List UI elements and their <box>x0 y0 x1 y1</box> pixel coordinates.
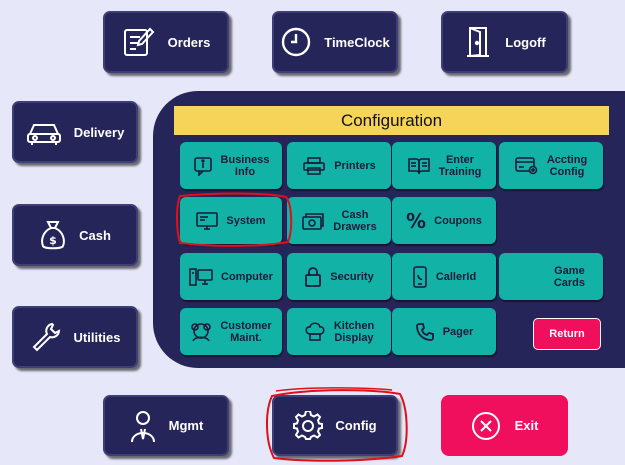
cash-drawers-tile[interactable]: Cash Drawers <box>287 197 391 244</box>
enter-training-tile[interactable]: Enter Training <box>392 142 496 189</box>
kitchen-display-tile[interactable]: Kitchen Display <box>287 308 391 355</box>
coupons-tile[interactable]: % Coupons <box>392 197 496 244</box>
logoff-button[interactable]: Logoff <box>441 11 568 73</box>
system-label: System <box>226 214 266 227</box>
security-tile[interactable]: Security <box>287 253 391 300</box>
printers-label: Printers <box>334 159 376 172</box>
computer-label: Computer <box>221 270 273 283</box>
cash-bills-icon <box>302 212 325 230</box>
svg-text:%: % <box>406 211 426 231</box>
game-cards-label: Game Cards <box>553 264 585 289</box>
car-icon <box>26 124 61 145</box>
computer-tile[interactable]: Computer <box>180 253 282 300</box>
open-book-icon <box>407 157 430 174</box>
lock-icon <box>305 266 322 287</box>
customers-icon <box>191 322 212 341</box>
info-bubble-icon <box>193 156 212 176</box>
kitchen-display-label: Kitchen Display <box>333 319 375 344</box>
return-button[interactable]: Return <box>533 318 601 350</box>
game-cards-tile[interactable]: Game Cards <box>499 253 603 300</box>
security-label: Security <box>330 270 374 283</box>
timeclock-label: TimeClock <box>324 34 390 50</box>
close-circle-icon <box>471 411 500 440</box>
mgmt-button[interactable]: Mgmt <box>103 395 229 456</box>
wrench-icon <box>32 322 60 352</box>
money-bag-icon: $ <box>41 221 65 250</box>
credit-card-gear-icon <box>515 156 538 174</box>
accting-config-tile[interactable]: Accting Config <box>499 142 603 189</box>
monitor-icon <box>196 211 219 230</box>
callerid-label: CallerId <box>435 270 477 283</box>
logoff-label: Logoff <box>505 34 546 50</box>
percent-icon: % <box>406 211 426 231</box>
door-icon <box>467 27 490 57</box>
printer-icon <box>303 156 326 175</box>
manager-person-icon <box>130 410 155 442</box>
configuration-title: Configuration <box>174 106 609 135</box>
gear-icon <box>293 410 324 440</box>
desktop-computer-icon <box>189 267 213 286</box>
delivery-button[interactable]: Delivery <box>12 101 138 163</box>
phone-handset-icon <box>415 322 434 341</box>
system-tile[interactable]: System <box>180 197 282 244</box>
mgmt-label: Mgmt <box>168 418 204 433</box>
mobile-phone-icon <box>413 265 427 288</box>
accting-config-label: Accting Config <box>546 153 588 178</box>
delivery-label: Delivery <box>73 124 125 140</box>
customer-maint-tile[interactable]: Customer Maint. <box>180 308 282 355</box>
timeclock-button[interactable]: TimeClock <box>272 11 398 73</box>
orders-button[interactable]: Orders <box>103 11 229 73</box>
enter-training-label: Enter Training <box>438 153 482 178</box>
utilities-label: Utilities <box>73 329 121 345</box>
business-info-label: Business Info <box>220 153 270 178</box>
config-button[interactable]: Config <box>272 395 398 456</box>
notepad-pencil-icon <box>123 27 155 56</box>
clock-icon <box>282 27 311 57</box>
orders-label: Orders <box>167 34 211 50</box>
business-info-tile[interactable]: Business Info <box>180 142 282 189</box>
printers-tile[interactable]: Printers <box>287 142 391 189</box>
svg-text:$: $ <box>49 234 57 247</box>
utilities-button[interactable]: Utilities <box>12 306 138 368</box>
cash-drawers-label: Cash Drawers <box>333 208 377 233</box>
chef-hat-icon <box>305 321 325 341</box>
customer-maint-label: Customer Maint. <box>220 319 272 344</box>
pager-label: Pager <box>442 325 474 338</box>
cash-label: Cash <box>79 227 111 243</box>
config-label: Config <box>335 418 377 433</box>
coupons-label: Coupons <box>434 214 482 227</box>
pager-tile[interactable]: Pager <box>392 308 496 355</box>
exit-button[interactable]: Exit <box>441 395 568 456</box>
callerid-tile[interactable]: CallerId <box>392 253 496 300</box>
cash-button[interactable]: $ Cash <box>12 204 138 266</box>
exit-label: Exit <box>514 418 539 433</box>
